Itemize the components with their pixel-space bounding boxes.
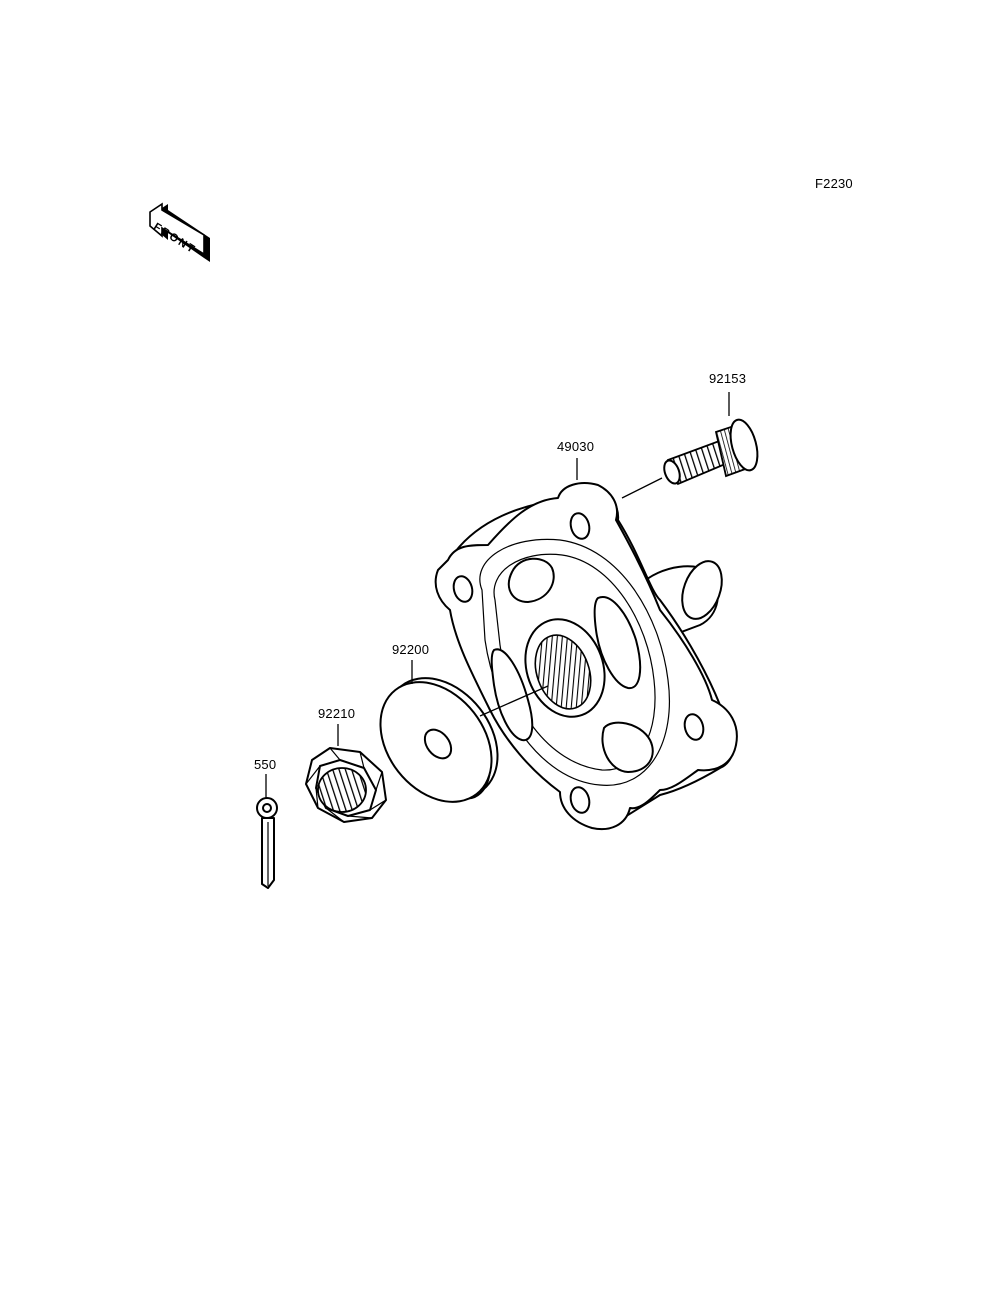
front-arrow-icon (149, 202, 210, 262)
axle-alignment-line (479, 685, 549, 717)
hub-drawing (434, 482, 738, 830)
part-label-92210: 92210 (318, 706, 356, 721)
part-label-92153: 92153 (709, 371, 747, 386)
washer-drawing (379, 677, 499, 803)
part-label-49030: 49030 (557, 439, 595, 454)
part-label-550: 550 (254, 757, 277, 772)
figure-code: F2230 (815, 176, 853, 191)
cotter-pin-drawing (256, 797, 278, 889)
part-label-92200: 92200 (392, 642, 430, 657)
nut-drawing (305, 747, 387, 823)
stud-alignment-line (621, 477, 663, 499)
stud-drawing (663, 418, 759, 486)
